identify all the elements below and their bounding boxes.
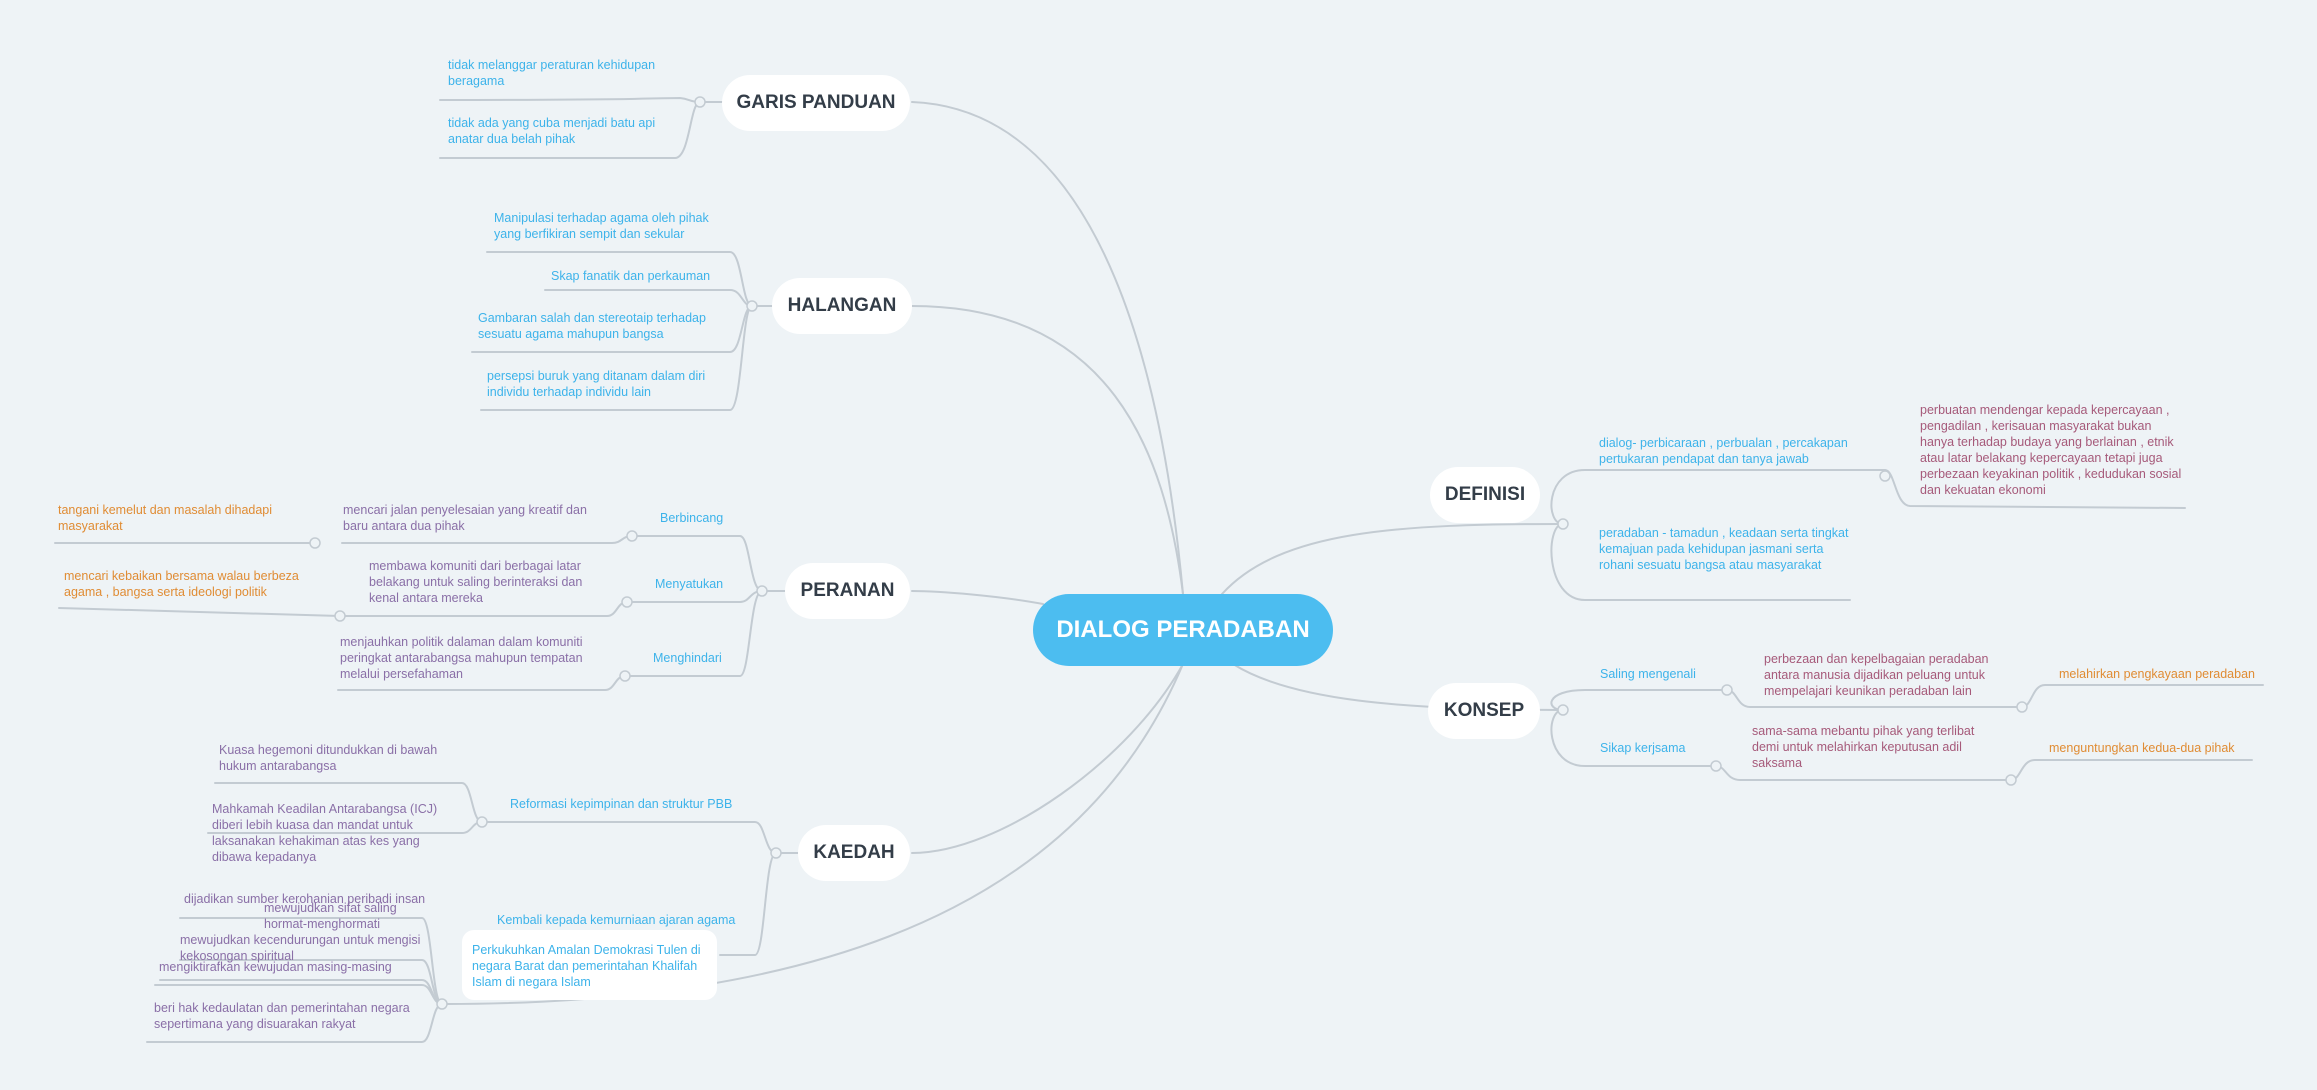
connector-central-peranan xyxy=(911,590,1044,605)
peranan-result[interactable]: mencari kebaikan bersama walau berbeza a… xyxy=(64,569,299,599)
node-dot xyxy=(756,585,768,597)
konsep-result[interactable]: menguntungkan kedua-dua pihak xyxy=(2049,741,2235,755)
node-dot xyxy=(1710,760,1722,772)
konsep-detail[interactable]: sama-sama mebantu pihak yang terlibat de… xyxy=(1752,724,1975,770)
garis-item[interactable]: tidak ada yang cuba menjadi batu api ana… xyxy=(448,116,656,146)
kaedah-topic[interactable]: Perkukuhkan Amalan Demokrasi Tulen di ne… xyxy=(472,943,701,989)
branch-konsep[interactable]: KONSEP xyxy=(1428,683,1540,739)
peranan-topic-berbincang[interactable]: Berbincang xyxy=(660,511,724,525)
node-dot xyxy=(694,96,706,108)
peranan-detail[interactable]: membawa komuniti dari berbagai latar bel… xyxy=(369,559,583,605)
konsep-detail[interactable]: perbezaan dan kepelbagaian peradaban ant… xyxy=(1764,652,1989,698)
branch-halangan[interactable]: HALANGAN xyxy=(772,278,912,334)
kaedah-topic-card xyxy=(462,930,717,1000)
branch-definisi[interactable]: DEFINISI xyxy=(1430,467,1540,523)
node-dot xyxy=(309,537,321,549)
connector-central-halangan xyxy=(911,305,1184,595)
kaedah-detail[interactable]: mewujudkan kecendurungan untuk mengisi k… xyxy=(180,933,421,963)
node-dot xyxy=(1557,518,1569,530)
node-dot xyxy=(1557,704,1569,716)
garis-item[interactable]: tidak melanggar peraturan kehidupan bera… xyxy=(448,58,656,88)
definisi-detail[interactable]: perbuatan mendengar kepada kepercayaan ,… xyxy=(1920,403,2182,497)
kaedah-detail[interactable]: beri hak kedaulatan dan pemerintahan neg… xyxy=(154,1001,410,1031)
peranan-detail[interactable]: mencari jalan penyelesaian yang kreatif … xyxy=(343,503,587,533)
node-dot xyxy=(1879,470,1891,482)
kaedah-detail[interactable]: Kuasa hegemoni ditundukkan di bawah huku… xyxy=(219,743,438,773)
node-dot xyxy=(770,847,782,859)
node-dot xyxy=(1721,684,1733,696)
branch-peranan[interactable]: PERANAN xyxy=(785,563,910,619)
connector-konsep-junction xyxy=(1550,689,1728,711)
node-dot xyxy=(626,530,638,542)
kaedah-detail[interactable]: Mahkamah Keadilan Antarabangsa (ICJ) dib… xyxy=(212,802,438,864)
central-topic[interactable]: DIALOG PERADABAN xyxy=(1033,594,1333,666)
connector-central-kaedah xyxy=(911,663,1184,854)
konsep-topic[interactable]: Saling mengenali xyxy=(1600,667,1696,681)
definisi-topic[interactable]: peradaban - tamadun , keadaan serta ting… xyxy=(1599,526,1849,572)
konsep-topic[interactable]: Sikap kerjsama xyxy=(1600,741,1686,755)
connector-central-definisi xyxy=(1221,523,1564,595)
konsep-result[interactable]: melahirkan pengkayaan peradaban xyxy=(2059,667,2255,681)
branch-garis-panduan[interactable]: GARIS PANDUAN xyxy=(722,75,910,131)
node-dot xyxy=(746,300,758,312)
peranan-topic-menghindari[interactable]: Menghindari xyxy=(653,651,722,665)
halangan-item[interactable]: Manipulasi terhadap agama oleh pihak yan… xyxy=(494,211,709,241)
kaedah-topic[interactable]: Reformasi kepimpinan dan struktur PBB xyxy=(510,797,733,811)
node-dot xyxy=(619,670,631,682)
halangan-item[interactable]: Gambaran salah dan stereotaip terhadap s… xyxy=(478,311,706,341)
node-dot xyxy=(436,998,448,1010)
node-dot xyxy=(476,816,488,828)
node-dot xyxy=(2005,774,2017,786)
halangan-item[interactable]: Skap fanatik dan perkauman xyxy=(551,269,711,283)
peranan-result[interactable]: tangani kemelut dan masalah dihadapi mas… xyxy=(58,503,273,533)
kaedah-detail[interactable]: dijadikan sumber kerohanian peribadi ins… xyxy=(184,892,426,906)
branch-kaedah[interactable]: KAEDAH xyxy=(798,825,910,881)
kaedah-detail[interactable]: mengiktirafkan kewujudan masing-masing xyxy=(159,960,392,974)
node-dot xyxy=(621,596,633,608)
peranan-topic-menyatukan[interactable]: Menyatukan xyxy=(655,577,724,591)
connector-definisi-junction xyxy=(1550,469,1886,525)
peranan-detail[interactable]: menjauhkan politik dalaman dalam komunit… xyxy=(340,635,583,681)
kaedah-detail[interactable]: mewujudkan sifat saling hormat-menghorma… xyxy=(264,901,397,931)
connector-central-garis xyxy=(911,101,1184,595)
node-dot xyxy=(334,610,346,622)
halangan-item[interactable]: persepsi buruk yang ditanam dalam diri i… xyxy=(487,369,706,399)
definisi-topic[interactable]: dialog- perbicaraan , perbualan , percak… xyxy=(1599,436,1848,466)
node-dot xyxy=(2016,701,2028,713)
